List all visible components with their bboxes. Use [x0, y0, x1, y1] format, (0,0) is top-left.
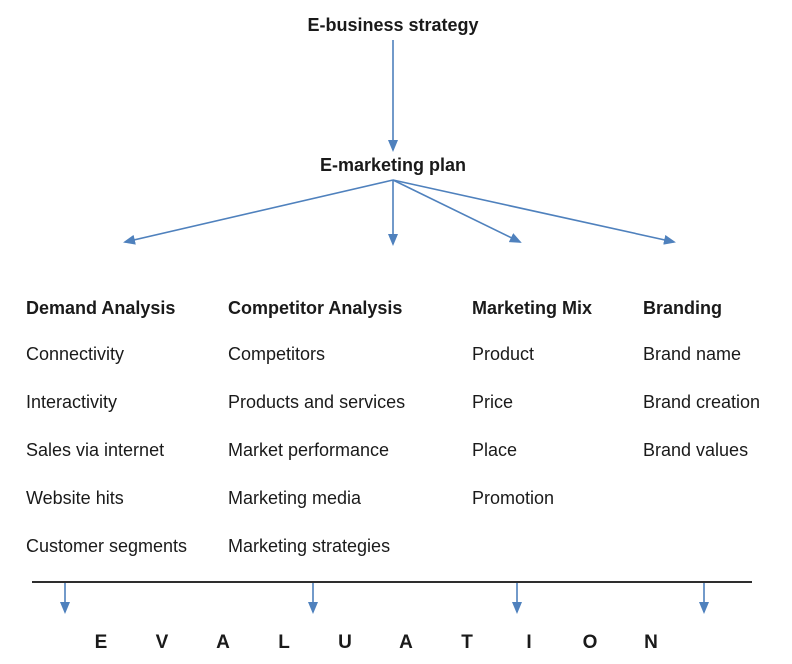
demand-analysis-list: Connectivity Interactivity Sales via int…	[26, 342, 187, 558]
evaluation-letter: E	[94, 632, 108, 653]
evaluation-letter: U	[338, 632, 352, 653]
e-marketing-plan-node: E-marketing plan	[319, 155, 467, 175]
list-item: Products and services	[228, 392, 406, 412]
demand-analysis-heading: Demand Analysis	[26, 298, 176, 318]
competitor-analysis-column: Competitor Analysis Competitors Products…	[228, 296, 405, 558]
evaluation-letter: A	[399, 632, 413, 653]
marketing-mix-heading: Marketing Mix	[472, 298, 593, 318]
plan-to-branding-arrow	[392, 179, 676, 245]
list-item: Interactivity	[26, 392, 118, 412]
branding-column: Branding Brand name Brand creation Brand…	[643, 296, 760, 462]
evaluation-letter: T	[461, 632, 473, 653]
list-item: Marketing strategies	[228, 536, 391, 556]
list-item: Brand values	[643, 440, 749, 460]
list-item: Website hits	[26, 488, 124, 508]
plan-to-marketing-mix-arrow	[392, 179, 522, 243]
list-item: Marketing media	[228, 488, 362, 508]
evaluation-letter: V	[155, 632, 169, 653]
evaluation-letter: O	[582, 632, 598, 653]
list-item: Connectivity	[26, 344, 125, 364]
evaluation-letter: L	[278, 632, 290, 653]
e-business-strategy-node: E-business strategy	[307, 15, 479, 35]
evaluation-letter: A	[216, 632, 230, 653]
demand-analysis-column: Demand Analysis Connectivity Interactivi…	[26, 296, 187, 558]
list-item: Market performance	[228, 440, 390, 460]
evaluation-letter: I	[526, 632, 532, 653]
list-item: Customer segments	[26, 536, 188, 556]
list-item: Competitors	[228, 344, 326, 364]
list-item: Sales via internet	[26, 440, 165, 460]
branding-list: Brand name Brand creation Brand values	[643, 342, 760, 462]
list-item: Brand name	[643, 344, 742, 364]
competitor-analysis-list: Competitors Products and services Market…	[228, 342, 405, 558]
marketing-mix-column: Marketing Mix Product Price Place Promot…	[472, 296, 592, 510]
marketing-mix-list: Product Price Place Promotion	[472, 342, 592, 510]
list-item: Place	[472, 440, 518, 460]
competitor-analysis-heading: Competitor Analysis	[228, 298, 403, 318]
list-item: Price	[472, 392, 514, 412]
branding-heading: Branding	[643, 298, 722, 318]
plan-to-demand-arrow	[123, 179, 394, 245]
list-item: Product	[472, 344, 535, 364]
list-item: Brand creation	[643, 392, 761, 412]
evaluation-letter: N	[644, 632, 658, 653]
list-item: Promotion	[472, 488, 555, 508]
